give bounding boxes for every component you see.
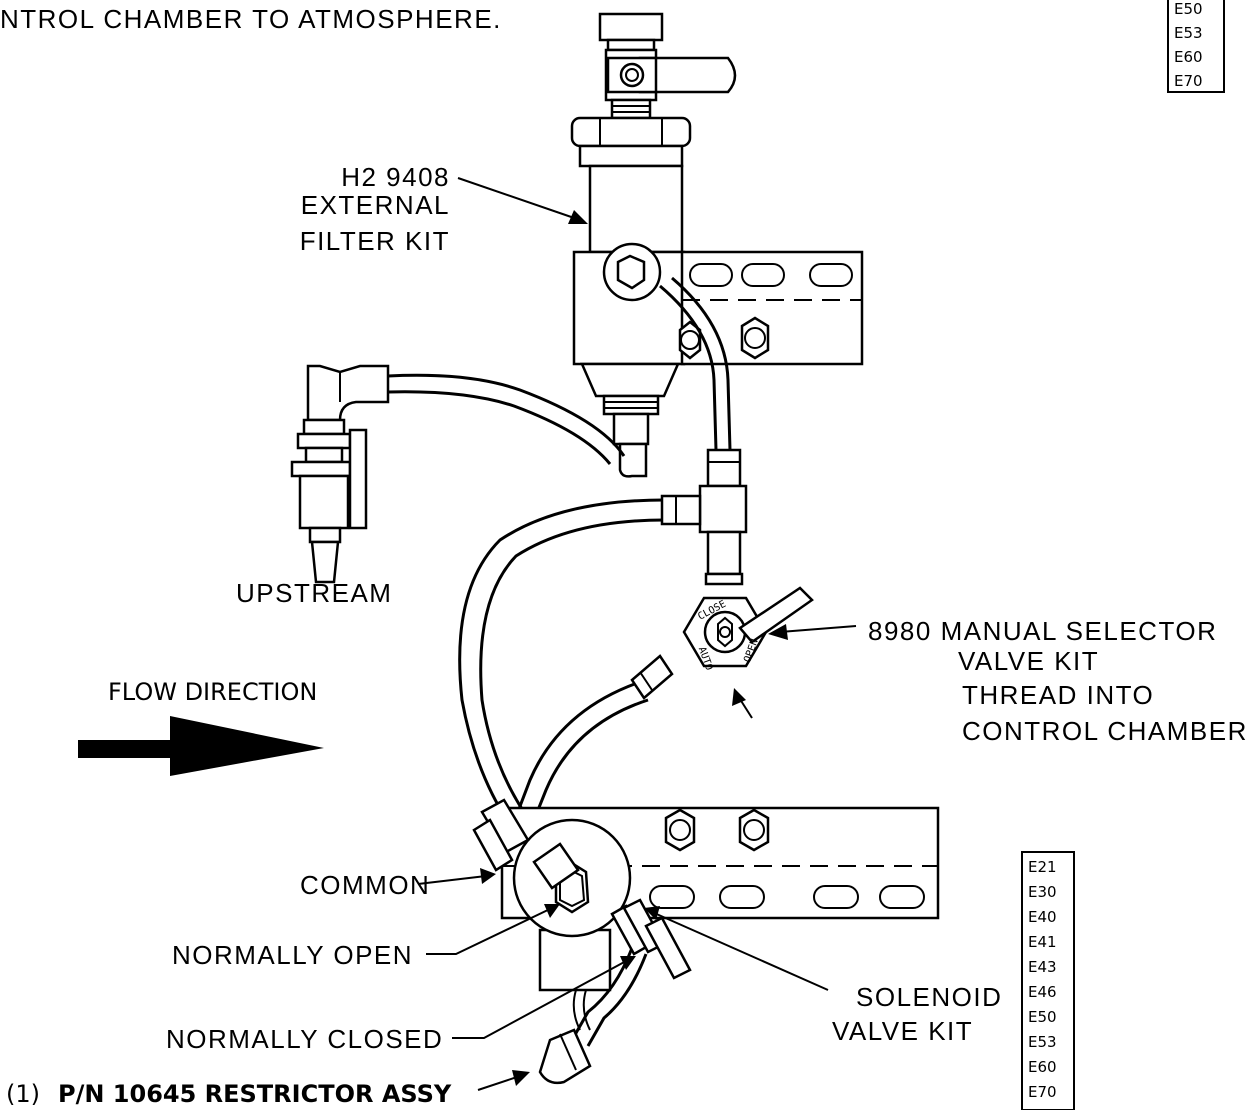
model-box-bottom-item: E40: [1028, 908, 1057, 926]
top-note: NTROL CHAMBER TO ATMOSPHERE.: [0, 4, 502, 34]
filter-assembly: [570, 12, 737, 478]
filter-kit-line: EXTERNAL: [301, 190, 450, 220]
model-box-bottom-item: E41: [1028, 933, 1057, 951]
normally-open-label-text: NORMALLY OPEN: [172, 940, 413, 970]
model-box-bottom-item: E60: [1028, 1058, 1057, 1076]
solenoid-valve: [472, 798, 692, 1031]
manual-selector-valve: CLOSE AUTO OPEN: [630, 586, 814, 700]
upstream-label: UPSTREAM: [236, 578, 392, 608]
upstream-fitting: [290, 364, 390, 584]
flow-direction-label: FLOW DIRECTION: [108, 678, 317, 706]
normally-closed-label: NORMALLY CLOSED: [166, 956, 636, 1054]
model-box-bottom-item: E46: [1028, 983, 1057, 1001]
tubing: [387, 276, 732, 1047]
tee-fitting: [660, 448, 748, 586]
common-label: COMMON: [300, 868, 496, 900]
selector-kit-line: THREAD INTO: [962, 680, 1154, 710]
selector-kit-line: CONTROL CHAMBER: [962, 716, 1248, 746]
restrictor-label: (1) P/N 10645 RESTRICTOR ASSY: [6, 1070, 530, 1108]
model-box-bottom-item: E70: [1028, 1083, 1057, 1101]
model-box-bottom-item: E53: [1028, 1033, 1057, 1051]
model-box-bottom-item: E21: [1028, 858, 1057, 876]
restrictor-assy: [538, 1028, 592, 1085]
model-box-top-item: E50: [1174, 0, 1203, 18]
normally-open-label: NORMALLY OPEN: [172, 904, 560, 970]
common-label-text: COMMON: [300, 870, 430, 900]
model-box-top-item: E70: [1174, 72, 1203, 90]
model-box-bottom-item: E30: [1028, 883, 1057, 901]
model-box-bottom-item: E50: [1028, 1008, 1057, 1026]
restrictor-qty: (1): [6, 1080, 40, 1108]
solenoid-kit-line: SOLENOID: [856, 982, 1002, 1012]
upper-mounting-bracket: [678, 250, 864, 366]
filter-kit-line: FILTER KIT: [300, 226, 450, 256]
filter-kit-label: H2 9408 EXTERNAL FILTER KIT: [300, 162, 588, 256]
flow-direction-arrow: [78, 716, 324, 776]
solenoid-kit-label: SOLENOID VALVE KIT: [644, 906, 1002, 1046]
model-box-top: E50 E53 E60 E70: [1167, 0, 1225, 93]
model-box-top-item: E53: [1174, 24, 1203, 42]
selector-kit-line: 8980 MANUAL SELECTOR: [868, 616, 1217, 646]
restrictor-part: P/N 10645 RESTRICTOR ASSY: [58, 1080, 452, 1108]
solenoid-kit-line: VALVE KIT: [832, 1016, 973, 1046]
model-box-top-item: E60: [1174, 48, 1203, 66]
selector-kit-line: VALVE KIT: [958, 646, 1099, 676]
selector-kit-label: 8980 MANUAL SELECTOR VALVE KIT THREAD IN…: [732, 616, 1248, 746]
model-box-bottom-item: E43: [1028, 958, 1057, 976]
model-box-bottom: E21 E30 E40 E41 E43 E46 E50 E53 E60 E70: [1021, 851, 1075, 1110]
normally-closed-label-text: NORMALLY CLOSED: [166, 1024, 443, 1054]
filter-kit-line: H2 9408: [341, 162, 450, 192]
